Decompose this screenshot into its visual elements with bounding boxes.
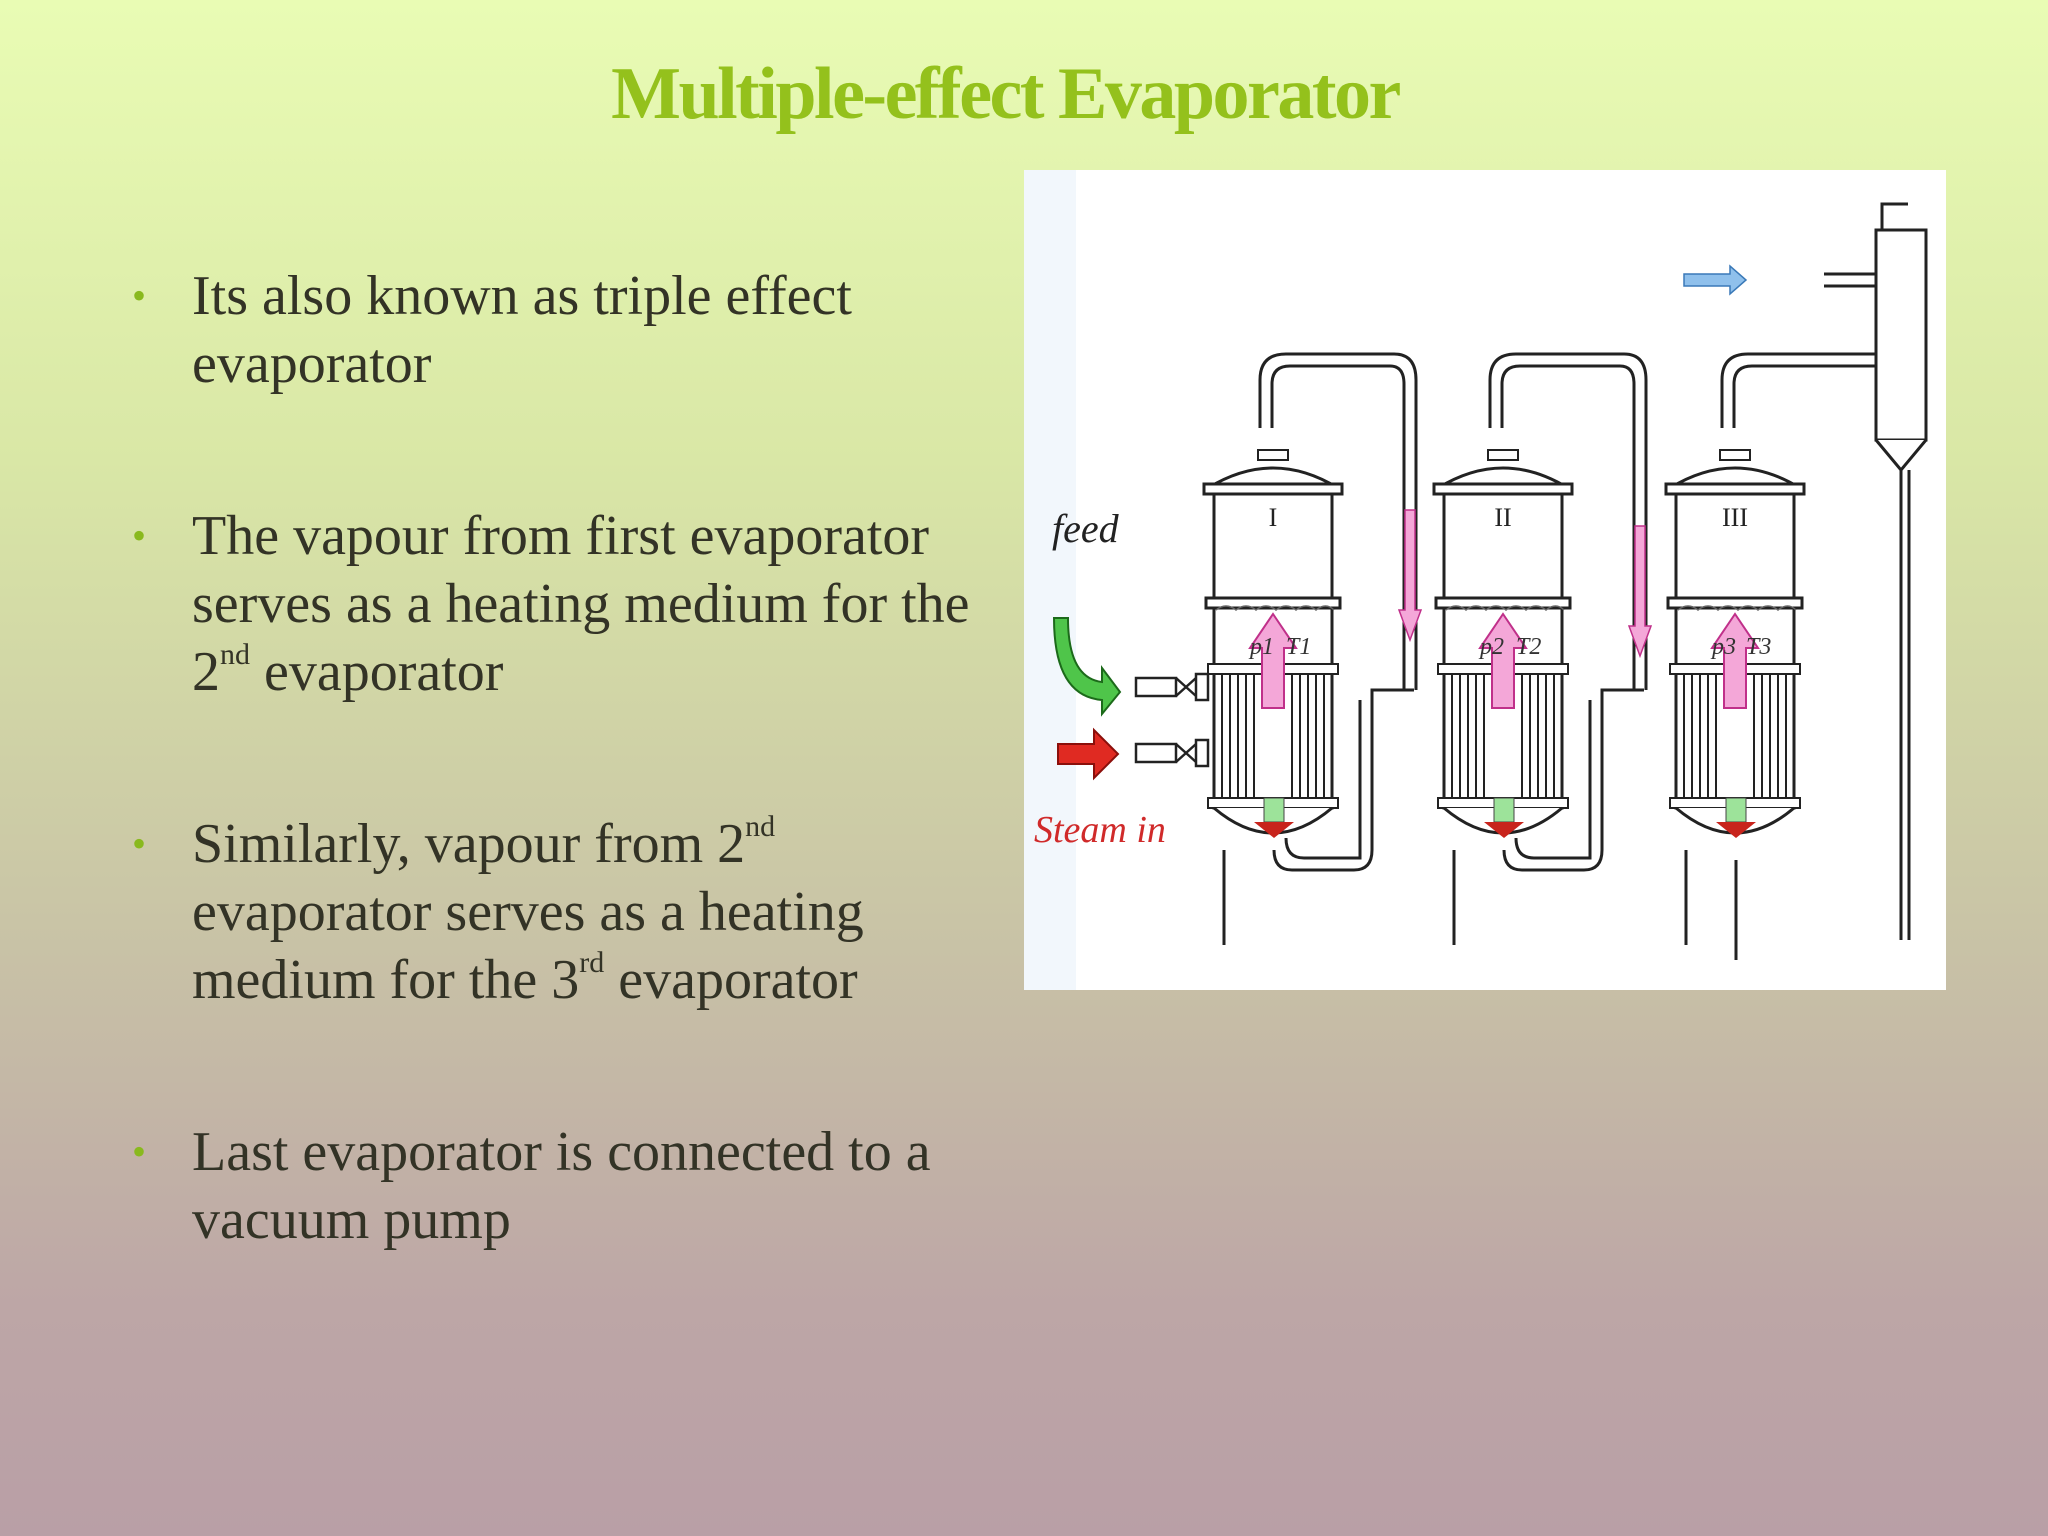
feed-label: feed bbox=[1052, 506, 1120, 551]
steam-in-label: Steam in bbox=[1034, 809, 1166, 851]
slide-title: Multiple-effect Evaporator bbox=[611, 53, 1401, 135]
bullet-dot-icon: • bbox=[132, 513, 147, 558]
bullet-item: • Last evaporator is connected to a vacu… bbox=[130, 1118, 990, 1254]
bullet-text: evaporator bbox=[250, 641, 504, 703]
bullet-dot-icon: • bbox=[132, 821, 147, 866]
bullet-text: evaporator serves as a heating medium fo… bbox=[192, 881, 864, 1011]
ordinal-suffix: nd bbox=[220, 638, 250, 671]
ordinal-suffix: nd bbox=[745, 810, 776, 843]
pressure-label: p2 bbox=[1478, 634, 1504, 660]
pressure-label: p3 bbox=[1710, 634, 1736, 660]
bullet-text: Last evaporator is connected to a vacuum… bbox=[192, 1121, 931, 1251]
bullet-text: evaporator bbox=[604, 949, 858, 1011]
ordinal-suffix: rd bbox=[579, 946, 605, 979]
temperature-label: T1 bbox=[1286, 634, 1311, 660]
bullet-list: • Its also known as triple effect evapor… bbox=[130, 262, 990, 1254]
pressure-label: p1 bbox=[1248, 634, 1274, 660]
bullet-text: Similarly, vapour from 2 bbox=[192, 813, 746, 875]
bullet-dot-icon: • bbox=[132, 273, 147, 318]
evaporator-diagram: feed Steam in I II III p1 p2 p3 T1 T2 T3 bbox=[1024, 170, 1946, 990]
bullet-text: The vapour from first evaporator serves … bbox=[192, 505, 970, 703]
bullet-dot-icon: • bbox=[132, 1129, 147, 1174]
effect-label: I bbox=[1269, 503, 1278, 532]
bullet-text: Its also known as triple effect evaporat… bbox=[192, 265, 852, 395]
effect-label: III bbox=[1722, 503, 1748, 532]
image-edge bbox=[1024, 170, 1076, 990]
bullet-item: • The vapour from first evaporator serve… bbox=[130, 502, 990, 706]
temperature-label: T2 bbox=[1516, 634, 1541, 660]
bullet-item: • Similarly, vapour from 2nd evaporator … bbox=[130, 810, 990, 1014]
temperature-label: T3 bbox=[1746, 634, 1771, 660]
evaporator-schematic: feed Steam in I II III p1 p2 p3 T1 T2 T3 bbox=[1034, 202, 1928, 960]
effect-label: II bbox=[1494, 503, 1511, 532]
bullet-item: • Its also known as triple effect evapor… bbox=[130, 262, 990, 398]
